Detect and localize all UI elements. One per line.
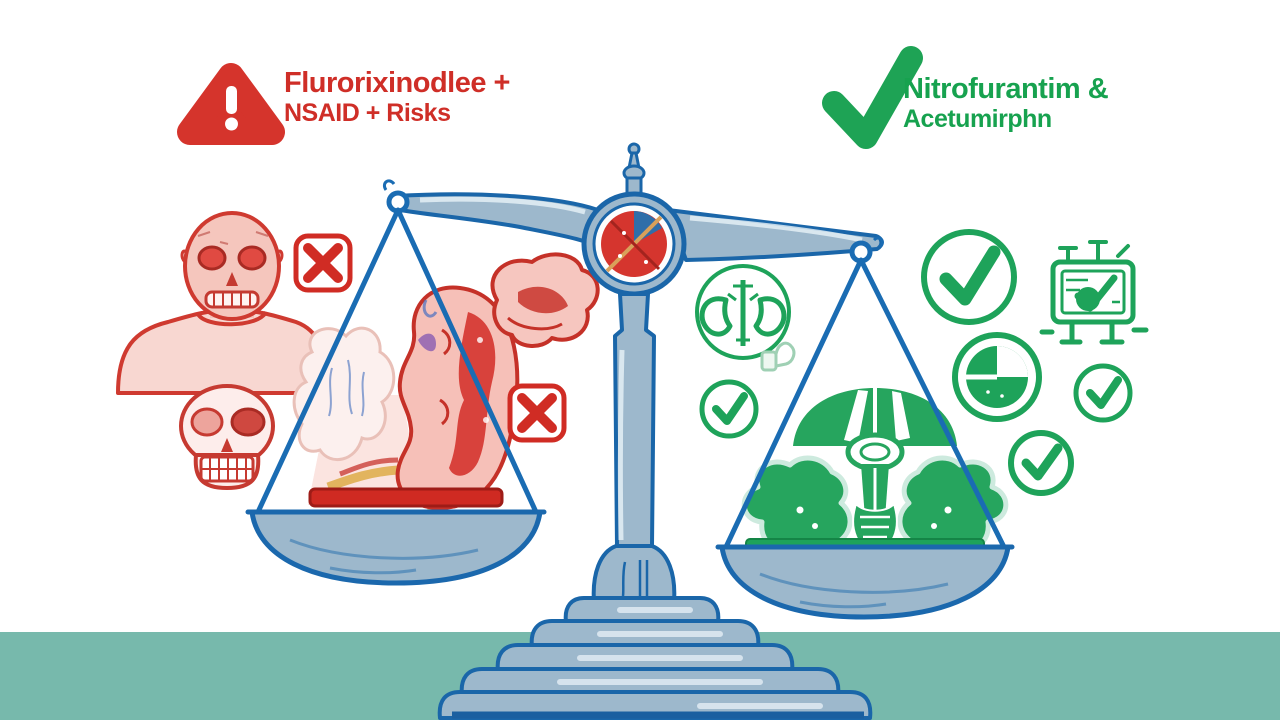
scale-column xyxy=(591,292,677,604)
ghost-tissue xyxy=(292,326,422,505)
check-circle-large-icon xyxy=(921,229,1017,325)
kidneys-badge-icon xyxy=(695,264,791,360)
cross-badge-icon xyxy=(507,383,567,443)
right-pan-strings xyxy=(723,236,1007,550)
scale-finial xyxy=(622,142,646,198)
thumbs-up-sketch xyxy=(760,341,796,372)
left-pan xyxy=(245,509,547,586)
check-brush-icon xyxy=(822,46,923,149)
skull-icon xyxy=(179,384,275,490)
left-title-line2: NSAID + Risks xyxy=(284,98,451,127)
monitor-check-icon xyxy=(1039,240,1149,345)
right-pan xyxy=(715,544,1015,620)
left-title-line1: Flurorixinodlee + xyxy=(284,67,510,99)
right-title-line1: Nitrofurantim & xyxy=(903,73,1109,105)
skull-faced-man xyxy=(116,211,329,395)
inflamed-tendon xyxy=(490,252,600,348)
right-safe-title: Nitrofurantim & Acetumirphn xyxy=(903,73,1109,133)
check-circle-icon xyxy=(1008,430,1074,496)
check-circle-icon xyxy=(699,379,759,439)
left-pan-strings xyxy=(255,179,539,515)
red-tray xyxy=(308,487,504,508)
pie-chart-icon xyxy=(952,332,1042,422)
cross-badge-icon xyxy=(293,233,353,293)
bladder-pelvis-illustration xyxy=(741,388,1009,556)
warning-triangle-icon xyxy=(177,63,285,145)
no-entry-medallion xyxy=(581,191,687,297)
left-risk-title: Flurorixinodlee + NSAID + Risks xyxy=(284,67,510,127)
stepped-pedestal xyxy=(437,596,873,720)
check-circle-icon xyxy=(1073,363,1133,423)
right-title-line2: Acetumirphn xyxy=(903,104,1052,133)
